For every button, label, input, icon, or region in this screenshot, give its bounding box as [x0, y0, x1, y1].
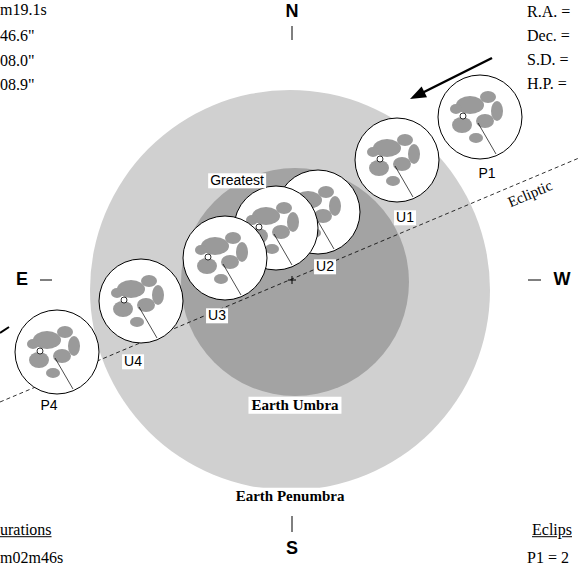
data-label: S.D. =: [527, 51, 568, 69]
coordinate-value: 08.0": [0, 52, 35, 70]
moon-ray: [478, 123, 496, 154]
crater: [377, 156, 383, 162]
lunar-mare: [46, 368, 60, 378]
moon-disc: [99, 259, 183, 343]
lunar-mare: [318, 186, 334, 198]
lunar-mare: [130, 317, 144, 327]
ecliptic-line: [0, 158, 579, 402]
moon: [15, 310, 99, 394]
lunar-mare: [369, 160, 389, 176]
lunar-mare: [29, 352, 49, 368]
compass-tick: [292, 26, 293, 40]
moon-disc: [15, 310, 99, 394]
crater: [205, 254, 211, 260]
moon-disc: [355, 118, 439, 202]
compass-tick: [292, 516, 293, 532]
lunar-mare: [53, 349, 71, 363]
lunar-mare: [491, 101, 503, 121]
moon: [438, 75, 522, 159]
contact-label: U3: [206, 308, 228, 323]
section-heading: urations: [0, 521, 52, 539]
moon-disc: [438, 75, 522, 159]
lunar-mare: [469, 133, 483, 143]
lunar-mare: [137, 298, 155, 312]
section-heading: Eclips: [532, 521, 572, 539]
lunar-mare: [276, 202, 292, 214]
compass-tick: [40, 280, 52, 281]
moon-disc: [183, 216, 267, 300]
lunar-mare: [214, 274, 228, 284]
region-label: Earth Umbra: [248, 397, 341, 414]
moon-ray: [316, 218, 334, 249]
motion-arrow-tail: [0, 327, 9, 333]
moon-ray: [274, 234, 292, 265]
lunar-mare: [57, 326, 73, 338]
lunar-mare: [225, 232, 241, 244]
moon-ray: [223, 264, 241, 295]
moon: [183, 216, 267, 300]
lunar-mare: [152, 285, 164, 305]
duration-value: m02m46s: [0, 549, 63, 567]
penumbra-circle-fill: [90, 90, 490, 490]
moon-ray: [139, 307, 157, 338]
data-label: H.P. =: [527, 75, 567, 93]
compass-tick: [292, 276, 293, 284]
contact-label: U2: [314, 259, 336, 274]
lunar-mare: [329, 196, 341, 216]
data-label: R.A. =: [527, 3, 570, 21]
lunar-mare: [450, 104, 462, 114]
crater: [121, 297, 127, 303]
lunar-mare: [386, 176, 400, 186]
moon-ray: [395, 166, 413, 197]
lunar-mare: [197, 258, 217, 274]
lunar-mare: [221, 255, 239, 269]
ecliptic-label: Ecliptic: [503, 177, 556, 212]
lunar-mare: [111, 288, 123, 298]
lunar-mare: [408, 144, 420, 164]
lunar-mare: [272, 225, 290, 239]
lunar-mare: [367, 147, 379, 157]
lunar-mare: [452, 117, 472, 133]
lunar-mare: [397, 134, 413, 146]
moon: [99, 259, 183, 343]
contact-label: U1: [394, 210, 416, 225]
lunar-mare: [287, 212, 299, 232]
data-label: Dec. =: [527, 27, 570, 45]
compass-letter: W: [554, 270, 571, 290]
coordinate-value: 46.6": [0, 27, 35, 45]
compass-letter: S: [286, 539, 298, 559]
lunar-mare: [195, 245, 207, 255]
phase-label: Greatest: [208, 173, 266, 188]
crater: [460, 113, 466, 119]
lunar-mare: [480, 91, 496, 103]
contact-label: P1: [476, 166, 497, 181]
lunar-mare: [68, 336, 80, 356]
moon-ray: [55, 358, 73, 389]
coordinate-value: 08.9": [0, 76, 35, 94]
contact-label: P4: [38, 398, 59, 413]
time-value: m19.1s: [0, 1, 47, 19]
crater: [37, 348, 43, 354]
lunar-mare: [393, 157, 411, 171]
crater: [256, 224, 262, 230]
contact-time: P1 = 2: [527, 549, 569, 567]
umbra-circle-fill: [181, 168, 409, 396]
compass-letter: N: [286, 2, 299, 22]
region-label: Earth Penumbra: [233, 488, 348, 505]
contact-label: U4: [122, 354, 144, 369]
lunar-mare: [141, 275, 157, 287]
lunar-mare: [476, 114, 494, 128]
lunar-mare: [27, 339, 39, 349]
compass-letter: E: [16, 270, 28, 290]
lunar-mare: [236, 242, 248, 262]
moon: [355, 118, 439, 202]
lunar-mare: [113, 301, 133, 317]
motion-arrow-head: [410, 86, 427, 99]
compass-tick: [528, 280, 541, 281]
